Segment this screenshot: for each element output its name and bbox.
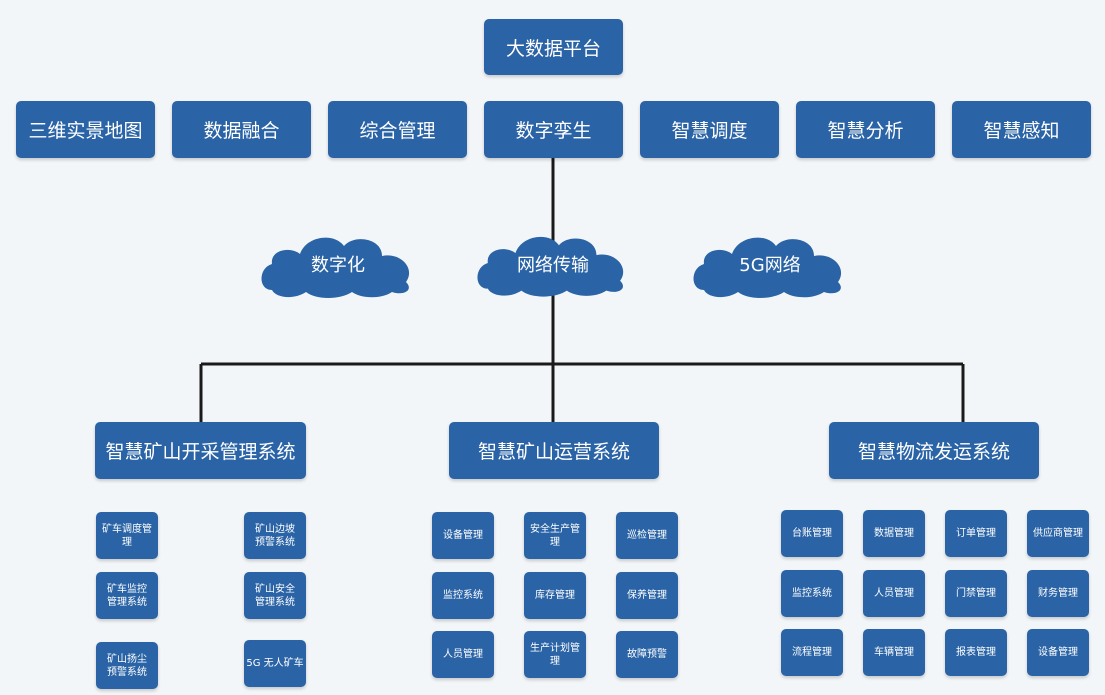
- subsystem-box: 报表管理: [945, 629, 1007, 676]
- subsystem-box: 保养管理: [616, 572, 678, 619]
- subsystem-box: 设备管理: [1027, 629, 1089, 676]
- platform-box: 大数据平台: [484, 19, 623, 75]
- system-title: 智慧物流发运系统: [829, 422, 1039, 479]
- module-box: 数据融合: [172, 101, 311, 158]
- subsystem-box: 供应商管理: [1027, 510, 1089, 557]
- subsystem-box: 库存管理: [524, 572, 586, 619]
- subsystem-box: 设备管理: [432, 512, 494, 559]
- subsystem-box: 监控系统: [781, 570, 843, 617]
- subsystem-box: 矿山扬尘 预警系统: [96, 642, 158, 689]
- subsystem-box: 数据管理: [863, 510, 925, 557]
- subsystem-box: 监控系统: [432, 572, 494, 619]
- subsystem-box: 安全生产管理: [524, 512, 586, 559]
- subsystem-box: 矿山边坡 预警系统: [244, 512, 306, 559]
- subsystem-box: 矿山安全 管理系统: [244, 572, 306, 619]
- module-box: 智慧分析: [796, 101, 935, 158]
- subsystem-box: 矿车调度管理: [96, 512, 158, 559]
- cloud-label: 数字化: [311, 255, 365, 276]
- module-box: 综合管理: [328, 101, 467, 158]
- subsystem-box: 流程管理: [781, 629, 843, 676]
- subsystem-box: 门禁管理: [945, 570, 1007, 617]
- subsystem-box: 车辆管理: [863, 629, 925, 676]
- subsystem-box: 人员管理: [432, 631, 494, 678]
- cloud-label: 网络传输: [517, 255, 589, 276]
- subsystem-box: 生产计划管理: [524, 631, 586, 678]
- subsystem-box: 人员管理: [863, 570, 925, 617]
- cloud-shape: [693, 237, 842, 298]
- subsystem-box: 巡检管理: [616, 512, 678, 559]
- subsystem-box: 台账管理: [781, 510, 843, 557]
- subsystem-box: 故障预警: [616, 631, 678, 678]
- cloud-shape: [261, 237, 410, 298]
- module-box: 三维实景地图: [16, 101, 155, 158]
- subsystem-box: 订单管理: [945, 510, 1007, 557]
- subsystem-box: 财务管理: [1027, 570, 1089, 617]
- module-box: 智慧调度: [640, 101, 779, 158]
- module-box: 智慧感知: [952, 101, 1091, 158]
- subsystem-box: 5G 无人矿车: [244, 640, 306, 687]
- cloud-shape: [477, 236, 624, 297]
- cloud-label: 5G网络: [739, 255, 801, 276]
- system-title: 智慧矿山开采管理系统: [95, 422, 306, 479]
- system-title: 智慧矿山运营系统: [449, 422, 659, 479]
- subsystem-box: 矿车监控 管理系统: [96, 572, 158, 619]
- module-box: 数字孪生: [484, 101, 623, 158]
